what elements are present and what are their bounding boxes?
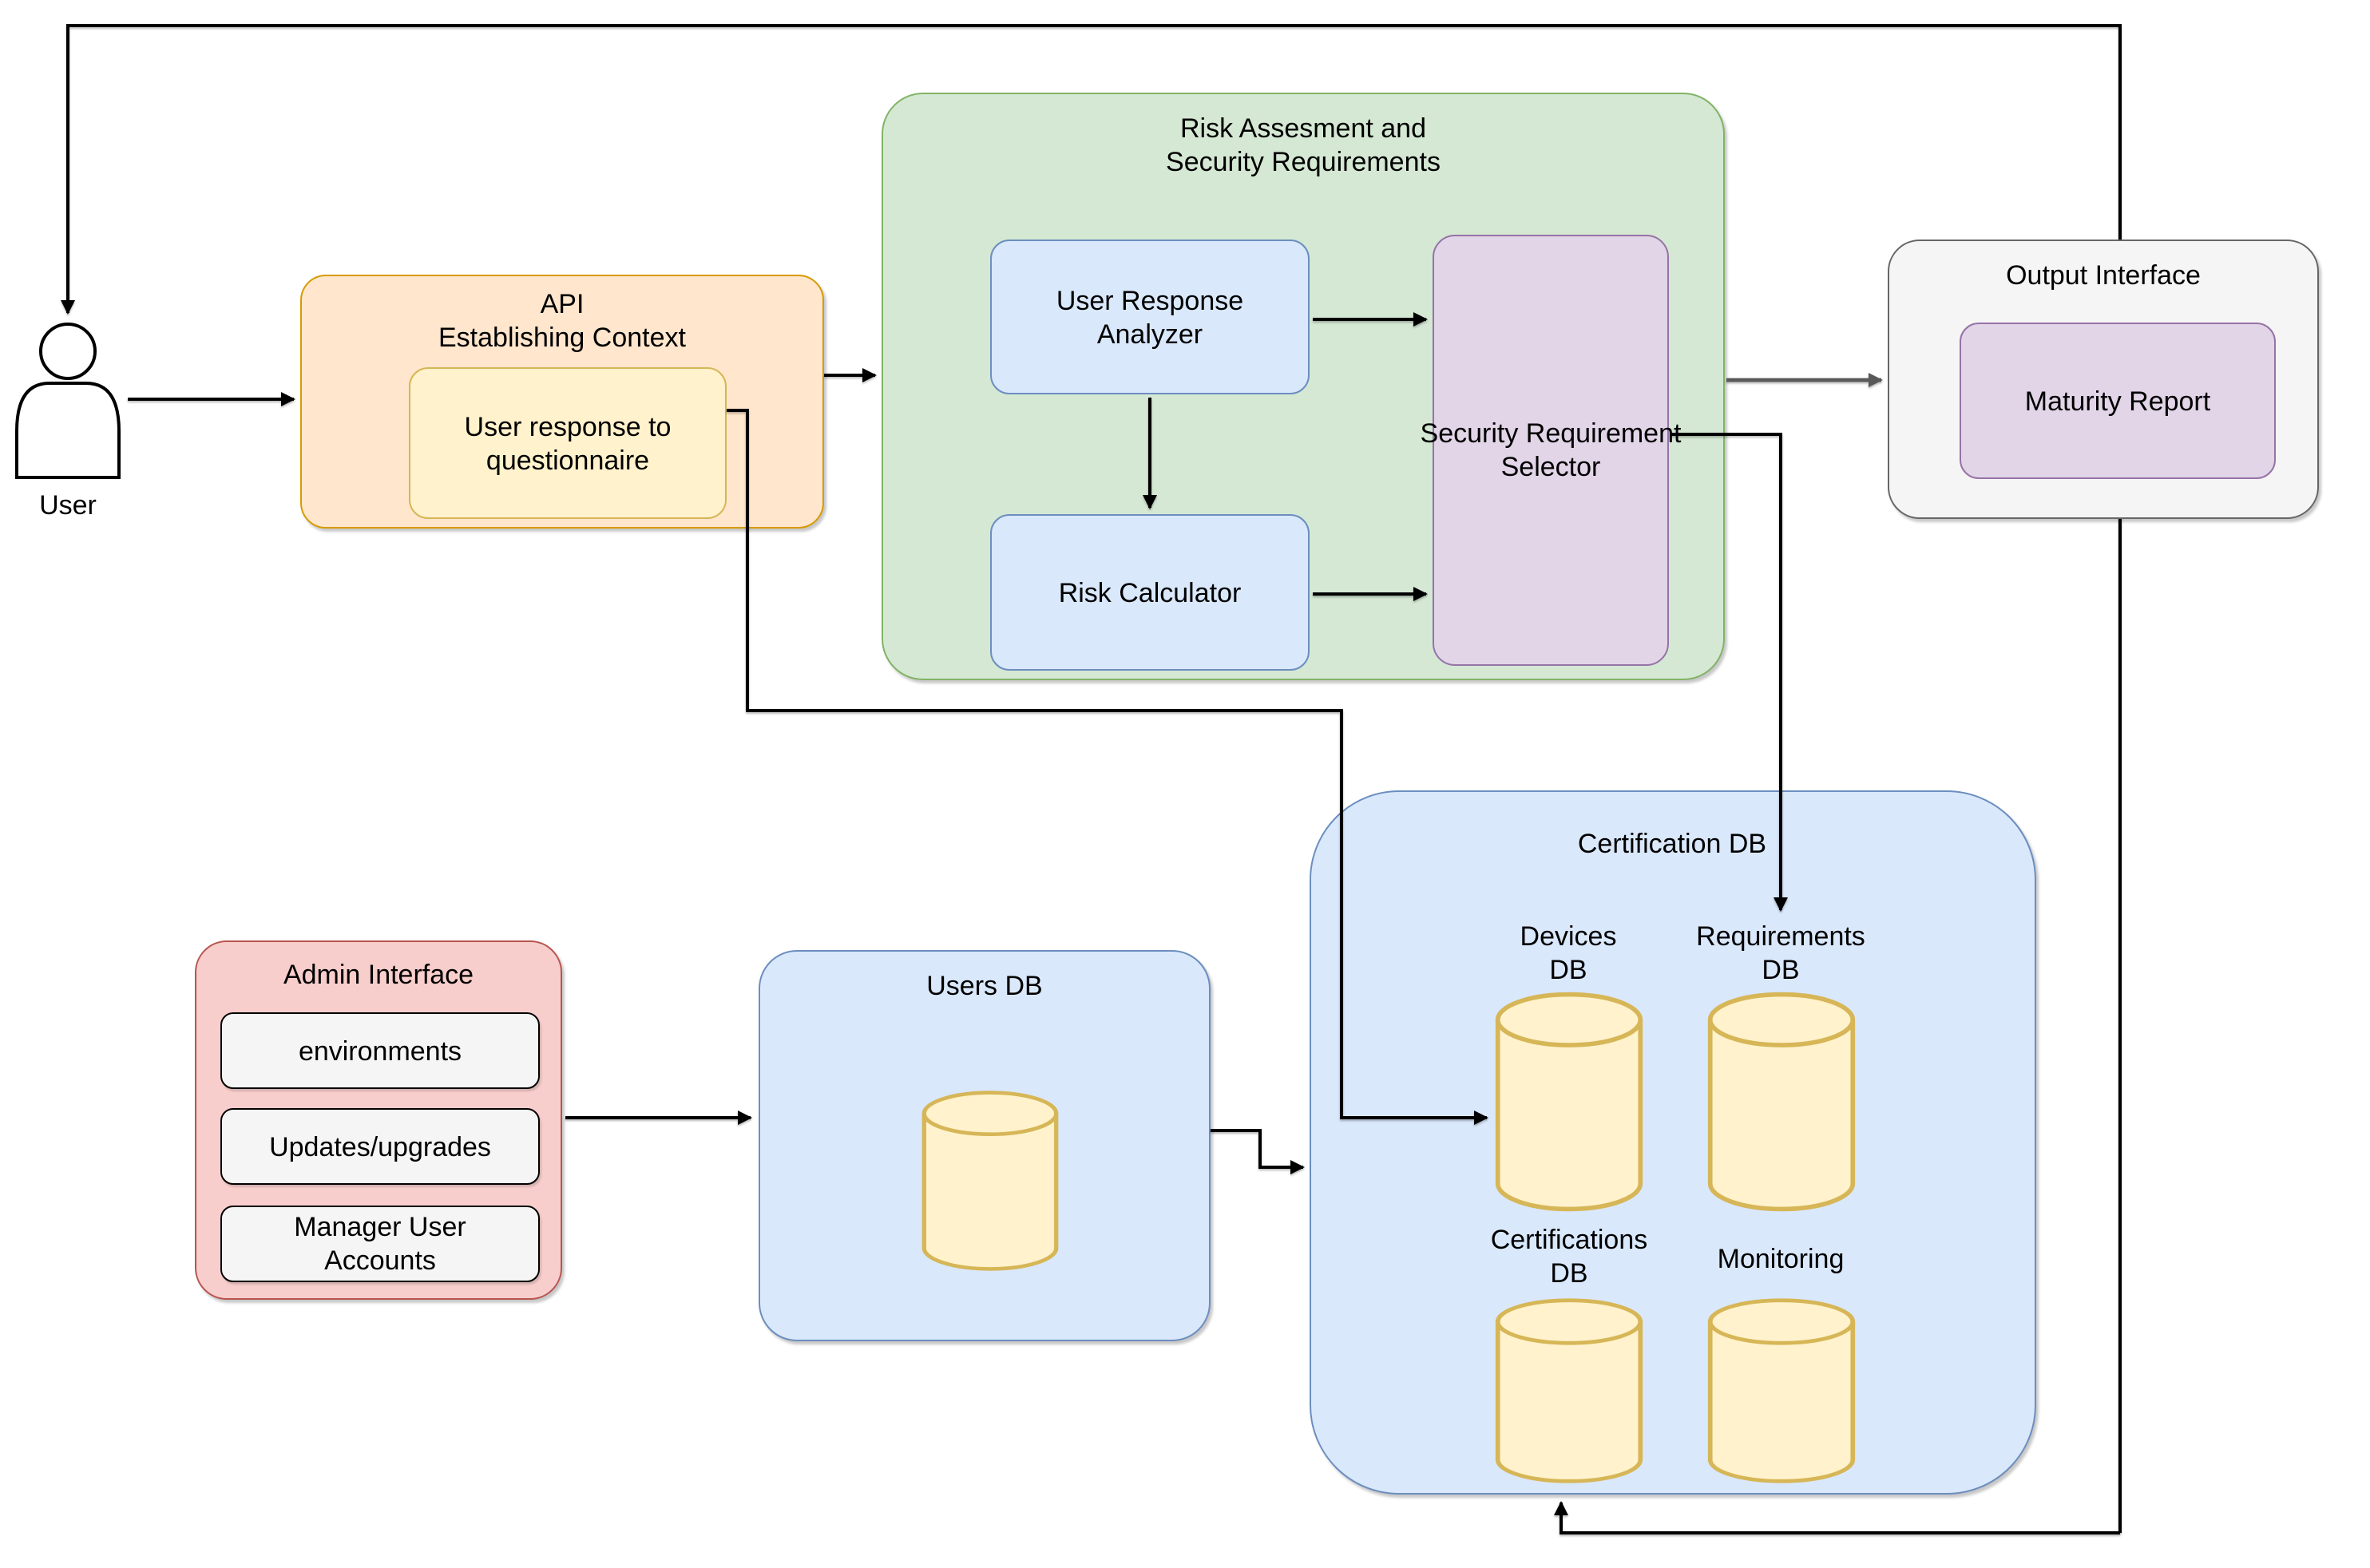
- users-db-box: [759, 950, 1211, 1341]
- user-response-analyzer-box: User Response Analyzer: [990, 240, 1310, 394]
- users-db-title: Users DB: [926, 971, 1043, 1001]
- certifications-db-label: Certifications DB: [1490, 1225, 1648, 1289]
- requirements-db-label: Requirements DB: [1696, 921, 1865, 985]
- security-requirement-selector-box: Security Requirement Selector: [1421, 235, 1681, 666]
- arrow-users-db-to-certification-db: [1211, 1129, 1305, 1174]
- admin-item-environments: environments: [220, 1012, 540, 1089]
- environments-label: environments: [298, 1035, 462, 1066]
- api-title: API Establishing Context: [300, 287, 824, 354]
- user-icon: [15, 323, 121, 479]
- user-response-analyzer-label: User Response Analyzer: [1056, 285, 1244, 349]
- user-response-questionnaire-box: User response to questionnaire: [409, 367, 727, 519]
- maturity-report-box: Maturity Report: [1960, 323, 2276, 479]
- output-interface-title: Output Interface: [2006, 260, 2201, 291]
- updates-upgrades-label: Updates/upgrades: [269, 1131, 491, 1162]
- certification-db-box: [1310, 790, 2036, 1495]
- arrow-feedback-to-certification-db: [1554, 1501, 2120, 1534]
- devices-db-label: Devices DB: [1520, 921, 1617, 985]
- risk-calculator-label: Risk Calculator: [1058, 577, 1242, 608]
- risk-calculator-box: Risk Calculator: [990, 514, 1310, 671]
- admin-interface-title: Admin Interface: [283, 960, 474, 990]
- admin-item-manager-user-accounts: Manager User Accounts: [220, 1206, 540, 1282]
- certification-db-title: Certification DB: [1577, 829, 1767, 859]
- risk-assessment-title: Risk Assesment and Security Requirements: [1166, 113, 1441, 177]
- maturity-report-label: Maturity Report: [2024, 386, 2211, 416]
- admin-item-updates-upgrades: Updates/upgrades: [220, 1108, 540, 1185]
- monitoring-label: Monitoring: [1717, 1244, 1845, 1274]
- manager-user-accounts-label: Manager User Accounts: [294, 1212, 466, 1276]
- user-response-questionnaire-label: User response to questionnaire: [464, 411, 672, 475]
- api-title-line2: Establishing Context: [438, 323, 686, 353]
- user-label: User: [39, 490, 97, 521]
- api-title-line1: API: [540, 289, 585, 319]
- security-requirement-selector-label: Security Requirement Selector: [1420, 418, 1682, 482]
